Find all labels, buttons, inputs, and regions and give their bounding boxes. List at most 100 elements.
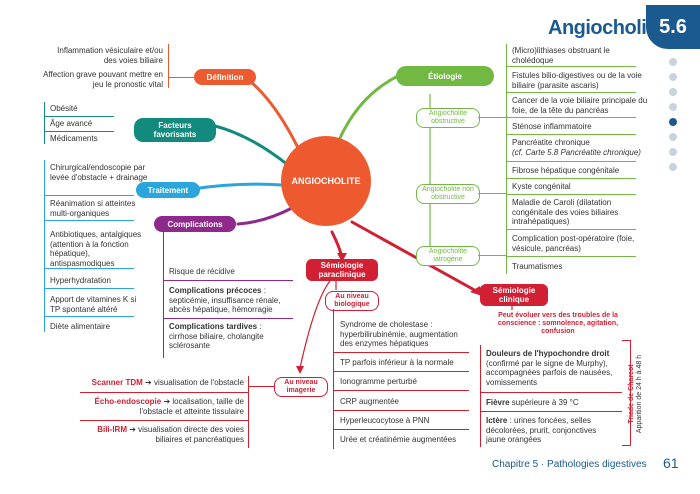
biologique-item: Urée et créatinémie augmentées [340, 435, 457, 444]
facteurs-item: Obésité [50, 104, 78, 113]
traitement-node: Traitement [136, 182, 200, 198]
non-obstructive-label: Angiocholite non obstructive [422, 186, 474, 201]
semiologie-paraclinique-label: Sémiologie paraclinique [318, 261, 366, 279]
etiologie-divider [506, 178, 636, 179]
definition-bracket [168, 44, 169, 88]
imagerie-node: Au niveau imagerie [274, 377, 328, 397]
imagerie-item: Écho-endoscopie ➔ localisation, taille d… [80, 397, 244, 416]
center-node: ANGIOCHOLITE [281, 136, 371, 226]
imagerie-item: Scanner TDM ➔ visualisation de l'obstacl… [70, 378, 244, 388]
triade-subtitle: Apparition de 24 h à 48 h [636, 354, 643, 434]
biologique-divider [333, 390, 469, 391]
biologique-divider [333, 410, 469, 411]
footer-chapter: Chapitre 5 · Pathologies digestives [492, 459, 647, 470]
clinique-douleur-title: Douleurs de l'hypochondre droit [486, 349, 610, 358]
center-label: ANGIOCHOLITE [291, 176, 361, 186]
complications-divider [163, 280, 293, 281]
etiologie-label: Étiologie [428, 71, 462, 81]
facteurs-item: Âge avancé [50, 119, 93, 128]
imagerie-label: Au niveau imagerie [284, 379, 318, 394]
semiologie-clinique-label: Sémiologie clinique [492, 286, 536, 304]
facteurs-node: Facteurs favorisants [134, 118, 216, 142]
iatrogene-node: Angiocholite iatrogène [416, 246, 480, 266]
complications-separator: : [261, 286, 266, 295]
clinique-ictere-text: : urines foncées, selles décolorées, pru… [486, 416, 597, 444]
clinique-divider [480, 411, 622, 412]
page-number: 61 [663, 455, 679, 471]
triade-title: Triade de Charcot [628, 364, 635, 424]
biologique-item: Ionogramme perturbé [340, 377, 417, 386]
complications-label: Complications [167, 219, 223, 229]
etiologie-divider [506, 92, 636, 93]
obstructive-connector [478, 117, 506, 118]
traitement-divider [44, 288, 134, 289]
clinique-fievre: Fièvre supérieure à 39 °C [486, 398, 579, 408]
imagerie-item-name: Scanner TDM [91, 378, 143, 387]
etiologie-divider [506, 194, 636, 195]
complications-precoces: Complications précoces : septicémie, ins… [169, 286, 299, 315]
imagerie-item-text: visualisation directe des voies biliaire… [138, 425, 244, 444]
complications-divider [163, 318, 293, 319]
biologique-item: TP parfois inférieur à la normale [340, 358, 454, 367]
etiologie-obstructive-item: Cancer de la voie biliaire principale du… [512, 96, 648, 115]
etiologie-divider [506, 161, 636, 162]
iatrogene-label: Angiocholite iatrogène [428, 248, 468, 263]
arrow-icon: ➔ [145, 378, 152, 387]
traitement-item: Diète alimentaire [50, 322, 111, 331]
traitement-item: Réanimation si atteintes multi-organique… [50, 199, 136, 218]
progress-dot [669, 73, 677, 81]
complications-node: Complications [154, 216, 236, 232]
traitement-item: Hyperhydratation [50, 276, 111, 285]
traitement-bracket [44, 160, 45, 332]
imagerie-divider [80, 420, 248, 421]
obstructive-node: Angiocholite obstructive [416, 108, 480, 128]
etiologie-obstructive-item: (Micro)lithiases obstruant le cholédoque [512, 46, 610, 65]
biologique-label: Au niveau biologique [334, 293, 370, 308]
complications-tardives-title: Complications tardives [169, 322, 258, 331]
traitement-divider [44, 268, 134, 269]
obstructive-label: Angiocholite obstructive [428, 110, 468, 125]
definition-node: Définition [194, 69, 256, 85]
etiologie-divider [506, 229, 636, 230]
etiologie-non-obstructive-item: Kyste congénital [512, 182, 571, 191]
semiologie-paraclinique-node: Sémiologie paraclinique [306, 259, 378, 281]
complications-separator: : [257, 322, 262, 331]
complications-tardives: Complications tardives : cirrhose biliai… [169, 322, 289, 351]
arrow-icon: ➔ [129, 425, 136, 434]
etiologie-divider [506, 66, 636, 67]
etiologie-divider [506, 117, 636, 118]
traitement-label: Traitement [147, 185, 189, 195]
non-obstructive-node: Angiocholite non obstructive [416, 184, 480, 204]
etiologie-non-obstructive-item: Fibrose hépatique congénitale [512, 166, 620, 175]
progress-dot [669, 103, 677, 111]
non-obstructive-connector [478, 193, 506, 194]
traitement-divider [44, 220, 134, 221]
traitement-divider [44, 316, 134, 317]
etiologie-chronique: Pancréatite chronique (cf. Carte 5.8 Pan… [512, 138, 652, 157]
section-number: 5.6 [659, 15, 687, 38]
clinique-divider [480, 392, 622, 393]
biologique-item: Hyperleucocytose à PNN [340, 416, 430, 425]
progress-dot [669, 58, 677, 66]
triade-bracket [622, 340, 631, 446]
biologique-item: Syndrome de cholestase : hyperbilirubiné… [340, 320, 458, 348]
iatrogene-connector [478, 255, 506, 256]
definition-item: Affection grave pouvant mettre en jeu le… [43, 70, 163, 89]
facteurs-item: Médicaments [50, 134, 98, 143]
definition-connector [168, 77, 194, 78]
etiologie-obstructive-item: Sténose inflammatoire [512, 122, 592, 131]
etiologie-iatrogene-item: Traumatismes [512, 262, 563, 271]
progress-dot [669, 148, 677, 156]
facteurs-divider [44, 131, 114, 132]
etiologie-divider [506, 256, 636, 257]
biologique-node: Au niveau biologique [325, 291, 379, 311]
section-badge: 5.6 [646, 5, 700, 49]
arrow-icon: ➔ [163, 397, 171, 406]
biologique-divider [333, 352, 469, 353]
triade-label: Triade de Charcot Apparition de 24 h à 4… [628, 342, 644, 446]
clinique-ictere-title: Ictère [486, 416, 508, 425]
etiologie-iatrogene-item: Complication post-opératoire (foie, vési… [512, 234, 635, 253]
clinique-fievre-title: Fièvre [486, 398, 510, 407]
definition-item: Inflammation vésiculaire et/ou des voies… [57, 46, 163, 65]
etiologie-chronique-text: Pancréatite chronique [512, 138, 590, 147]
